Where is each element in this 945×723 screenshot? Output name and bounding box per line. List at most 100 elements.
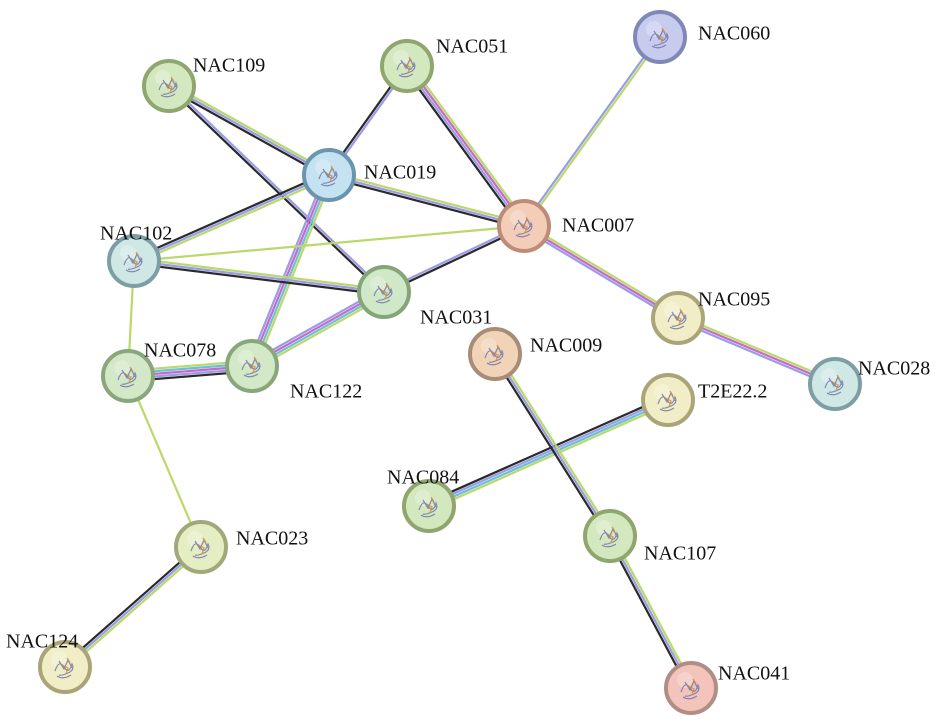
- protein-structure-icon: [190, 538, 210, 559]
- edge-evidence-line: [133, 257, 386, 291]
- protein-structure-icon-detail: [520, 216, 530, 234]
- protein-structure-icon-detail: [674, 308, 684, 326]
- edge-evidence-line: [167, 85, 385, 295]
- node-nac028[interactable]: [808, 357, 862, 411]
- protein-structure-icon-detail: [425, 496, 435, 514]
- protein-structure-icon: [649, 28, 669, 49]
- node-highlight: [238, 350, 254, 366]
- edge-evidence-line: [608, 534, 693, 690]
- node-label-nac060: NAC060: [698, 23, 770, 45]
- node-highlight: [596, 520, 612, 536]
- edge-evidence-line: [168, 83, 386, 293]
- edge-evidence-line: [132, 224, 526, 263]
- edge-evidence-line: [521, 227, 678, 322]
- edge-nac095-nac028: [675, 314, 838, 388]
- node-highlight: [393, 50, 409, 66]
- edge-nac007-nac095: [521, 222, 681, 322]
- edge-evidence-line: [328, 171, 526, 225]
- edge-nac102-nac007: [132, 224, 526, 263]
- edge-evidence-line: [132, 259, 386, 294]
- edge-nac051-nac007: [402, 62, 529, 230]
- edge-nac009-nac107: [491, 351, 614, 539]
- node-label-nac124: NAC124: [6, 631, 78, 653]
- node-nac031[interactable]: [357, 265, 411, 319]
- node-nac041[interactable]: [664, 661, 718, 715]
- edge-evidence-line: [247, 172, 327, 366]
- node-label-nac023: NAC023: [236, 528, 308, 550]
- edge-evidence-line: [522, 224, 680, 320]
- node-label-nac007: NAC007: [562, 215, 634, 237]
- protein-structure-icon: [513, 217, 533, 238]
- edge-evidence-line: [126, 374, 203, 549]
- protein-structure-icon: [158, 77, 178, 98]
- edge-evidence-line: [606, 536, 690, 691]
- protein-structure-icon-detail: [124, 366, 134, 384]
- protein-structure-icon-detail: [403, 56, 413, 74]
- node-highlight: [51, 651, 67, 667]
- protein-structure-icon-detail: [380, 282, 390, 300]
- protein-structure-icon: [418, 497, 438, 518]
- node-nac109[interactable]: [142, 59, 196, 113]
- node-nac023[interactable]: [174, 520, 228, 574]
- node-nac019[interactable]: [302, 148, 356, 202]
- node-nac084[interactable]: [402, 479, 456, 533]
- node-label-t2e22-2: T2E22.2: [698, 381, 767, 403]
- edge-evidence-line: [63, 545, 203, 669]
- node-highlight: [187, 531, 203, 547]
- edge-evidence-line: [409, 62, 529, 225]
- protein-structure-icon-detail: [656, 27, 666, 45]
- node-nac009[interactable]: [468, 327, 522, 381]
- node-nac060[interactable]: [633, 10, 687, 64]
- protein-structure-icon: [824, 375, 844, 396]
- edge-evidence-line: [166, 87, 329, 179]
- node-label-nac051: NAC051: [436, 36, 508, 58]
- protein-structure-icon-detail: [687, 678, 697, 696]
- node-highlight: [654, 384, 670, 400]
- node-label-nac009: NAC009: [530, 335, 602, 357]
- node-t2e22-2[interactable]: [641, 373, 695, 427]
- node-nac107[interactable]: [583, 509, 637, 563]
- edge-evidence-line: [676, 316, 837, 386]
- edge-evidence-line: [675, 319, 836, 388]
- edge-evidence-line: [677, 314, 838, 383]
- edge-nac019-nac102: [131, 171, 332, 265]
- node-label-nac084: NAC084: [387, 467, 459, 489]
- protein-structure-icon: [318, 166, 338, 187]
- edge-evidence-line: [169, 82, 332, 174]
- node-highlight: [646, 21, 662, 37]
- edge-evidence-line: [254, 175, 334, 369]
- node-nac051[interactable]: [380, 39, 434, 93]
- edge-evidence-line: [131, 171, 330, 260]
- protein-structure-icon: [117, 367, 137, 388]
- edge-evidence-line: [252, 174, 332, 368]
- protein-structure-icon-detail: [248, 356, 258, 374]
- protein-structure-icon-detail: [165, 76, 175, 94]
- node-nac102[interactable]: [107, 234, 161, 288]
- edge-evidence-line: [327, 173, 526, 228]
- node-label-nac107: NAC107: [644, 543, 716, 565]
- protein-structure-icon: [241, 357, 261, 378]
- node-highlight: [415, 490, 431, 506]
- edge-evidence-line: [402, 67, 522, 230]
- node-nac124[interactable]: [38, 640, 92, 694]
- protein-structure-icon-detail: [130, 251, 140, 269]
- node-highlight: [510, 210, 526, 226]
- protein-structure-icon-detail: [325, 165, 335, 183]
- edge-nac102-nac031: [132, 257, 386, 296]
- edge-t2e22-2-nac084: [426, 395, 671, 511]
- node-nac095[interactable]: [651, 291, 705, 345]
- edge-nac060-nac007: [521, 35, 663, 228]
- node-nac122[interactable]: [225, 339, 279, 393]
- node-highlight: [481, 338, 497, 354]
- edge-evidence-line: [523, 36, 663, 228]
- node-nac078[interactable]: [101, 349, 155, 403]
- node-highlight: [677, 672, 693, 688]
- protein-structure-icon: [123, 252, 143, 273]
- edge-evidence-line: [611, 533, 695, 688]
- labels-layer: NAC109NAC051NAC060NAC019NAC007NAC102NAC0…: [6, 23, 930, 685]
- edge-nac019-nac122: [247, 172, 334, 369]
- node-nac007[interactable]: [497, 199, 551, 253]
- edge-evidence-line: [429, 402, 671, 511]
- protein-structure-icon-detail: [491, 344, 501, 362]
- edge-nac078-nac023: [126, 374, 203, 549]
